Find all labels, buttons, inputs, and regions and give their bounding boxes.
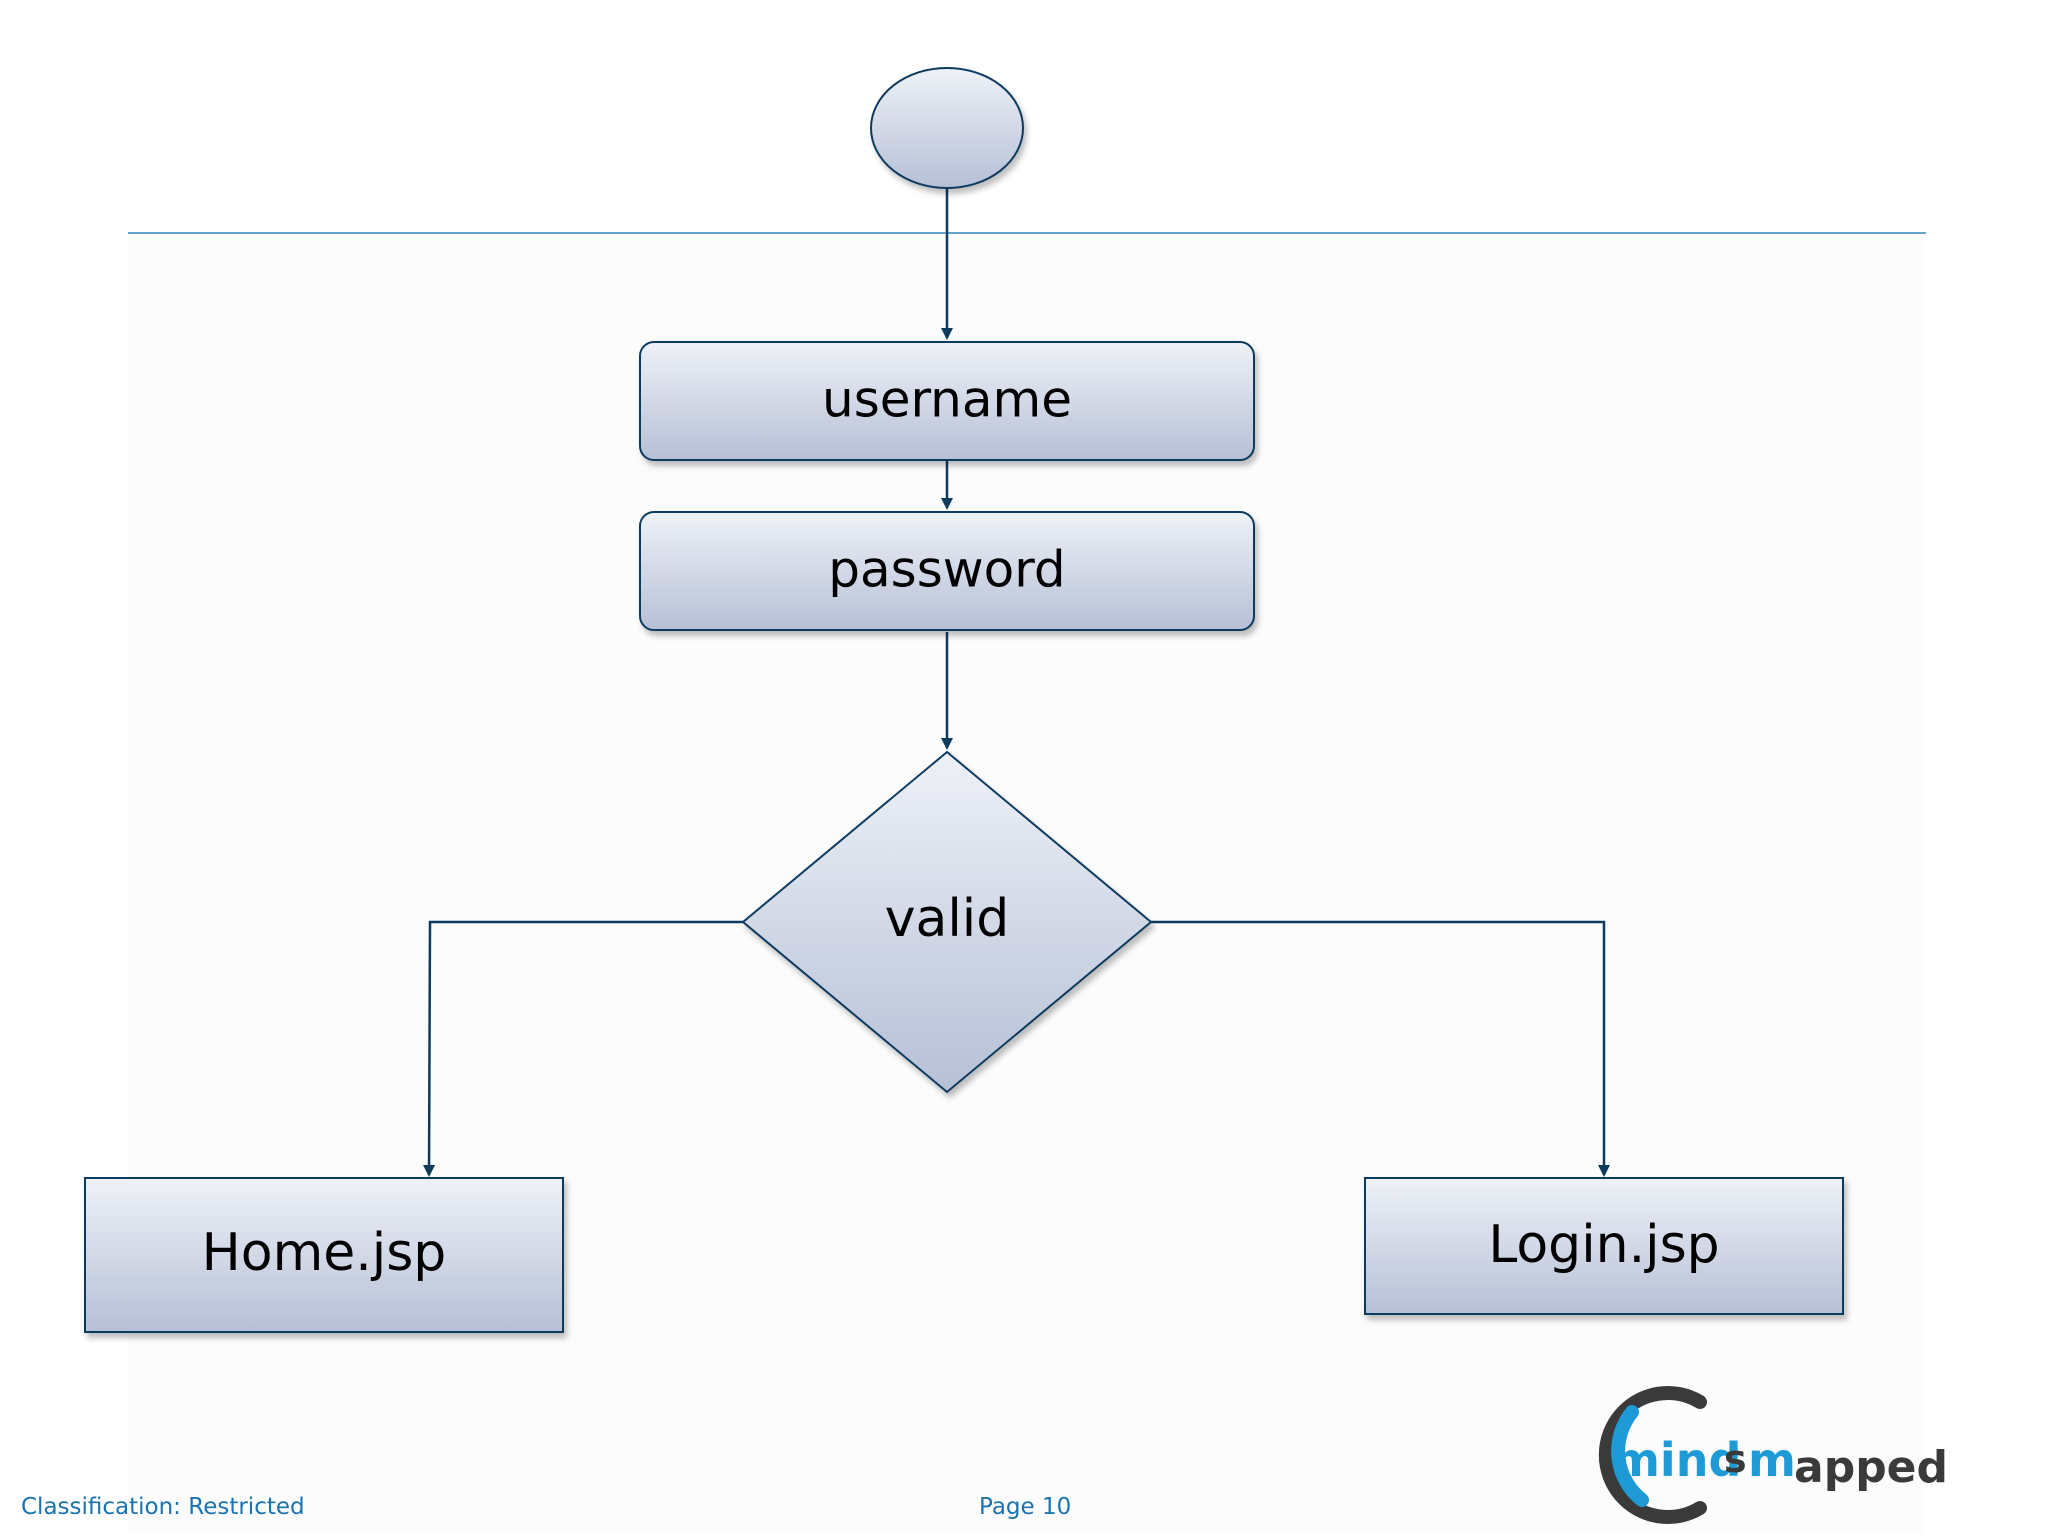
valid-label: valid xyxy=(885,889,1010,949)
home-jsp-node: Home.jsp xyxy=(84,1177,564,1333)
username-label: username xyxy=(822,371,1072,429)
password-node: password xyxy=(639,511,1255,631)
connectors xyxy=(423,188,1610,1177)
mindsmapped-logo: mind s m apped xyxy=(1598,1386,1948,1524)
login-jsp-node: Login.jsp xyxy=(1364,1177,1844,1315)
svg-text:mind: mind xyxy=(1612,1433,1741,1487)
classification-label: Classification: Restricted xyxy=(21,1494,305,1520)
page-number: Page 10 xyxy=(979,1494,1072,1520)
password-label: password xyxy=(828,541,1065,599)
start-node xyxy=(870,67,1024,189)
username-node: username xyxy=(639,341,1255,461)
svg-text:m: m xyxy=(1748,1433,1796,1487)
valid-decision-node: valid xyxy=(741,750,1153,1094)
edge-valid-to-home xyxy=(423,920,743,1177)
edge-valid-to-login xyxy=(1151,920,1610,1177)
login-jsp-label: Login.jsp xyxy=(1488,1215,1719,1275)
home-jsp-label: Home.jsp xyxy=(202,1223,447,1283)
svg-text:s: s xyxy=(1724,1437,1747,1481)
svg-text:apped: apped xyxy=(1794,1442,1948,1493)
